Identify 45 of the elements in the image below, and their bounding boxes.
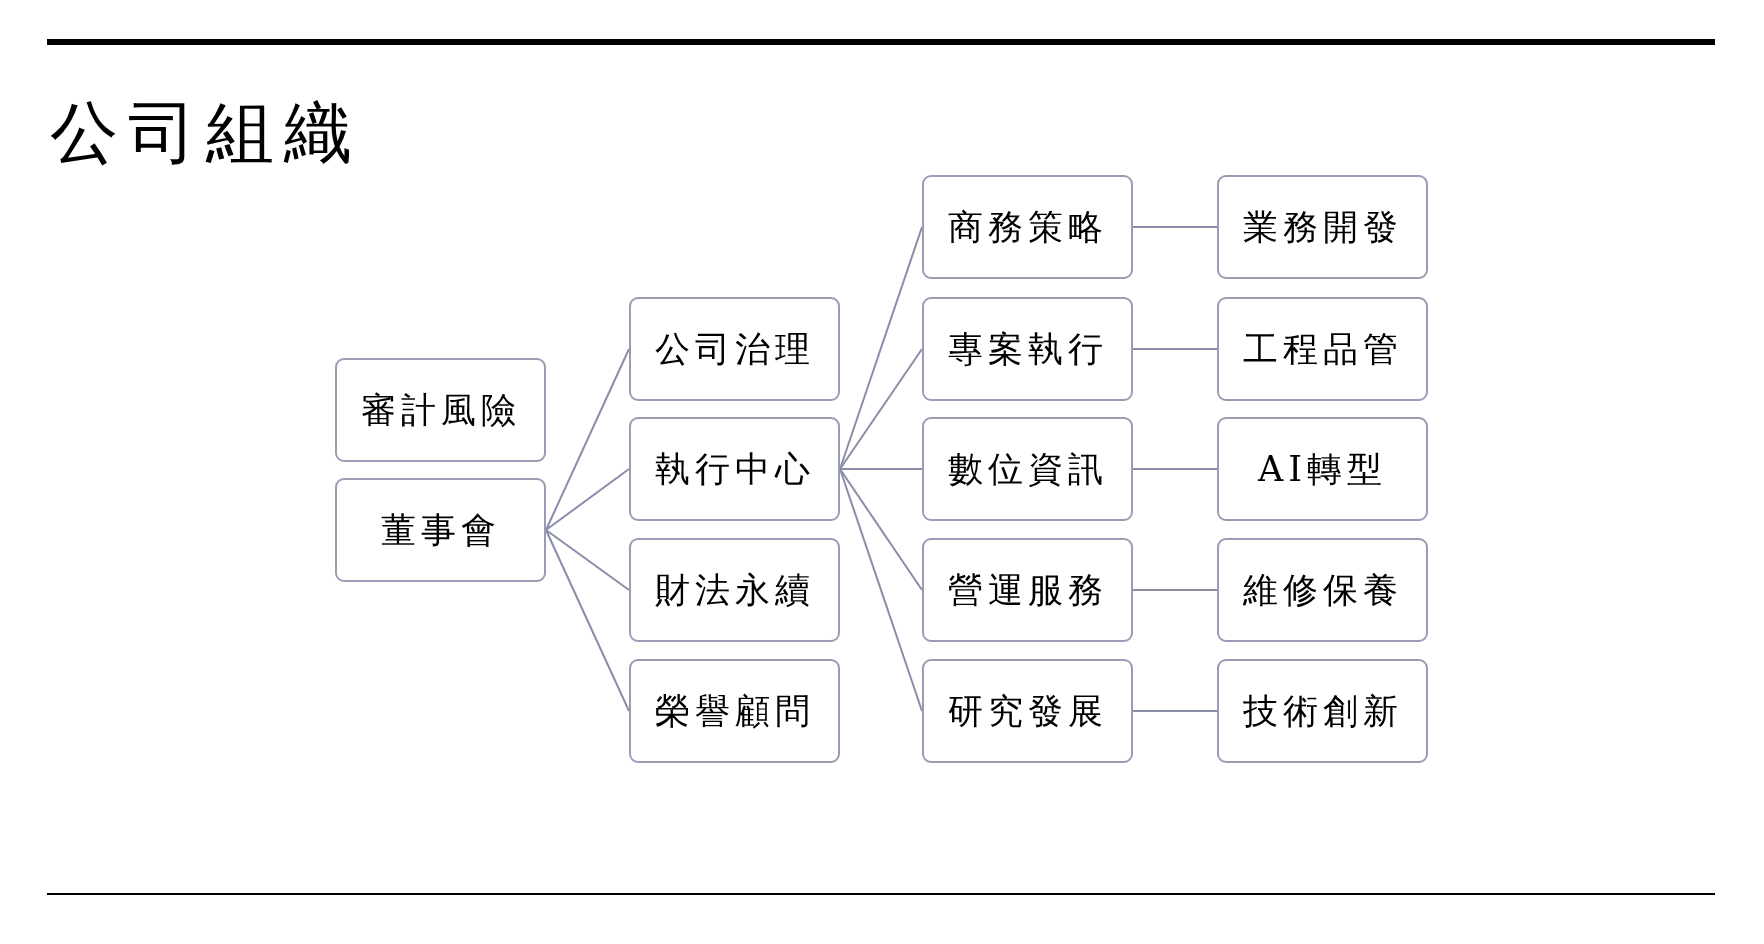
org-box (335, 478, 546, 582)
box-label: 公司治理 (654, 327, 815, 371)
box-label: 數位資訊 (947, 447, 1108, 491)
connector-line (545, 529, 630, 591)
org-box (1217, 175, 1428, 279)
box-label: 業務開發 (1242, 205, 1403, 249)
connector-line (839, 348, 923, 470)
org-box (1217, 417, 1428, 521)
org-box (629, 297, 840, 401)
connector-line (1132, 348, 1218, 350)
org-box (922, 417, 1133, 521)
box-label: AI轉型 (1257, 447, 1388, 491)
org-box (629, 659, 840, 763)
org-box (335, 358, 546, 462)
org-box (922, 659, 1133, 763)
connector-line (839, 468, 923, 591)
box-label: 財法永續 (654, 568, 815, 612)
connector-line (1132, 710, 1218, 712)
org-box (1217, 297, 1428, 401)
connector-line (1132, 589, 1218, 591)
box-label: 技術創新 (1242, 689, 1403, 733)
box-label: 專案執行 (947, 327, 1108, 371)
org-box (629, 538, 840, 642)
connector-line (545, 348, 630, 531)
box-label: 工程品管 (1242, 327, 1403, 371)
org-box (629, 417, 840, 521)
connector-line (1132, 468, 1218, 470)
org-box (922, 297, 1133, 401)
box-label: 營運服務 (947, 568, 1108, 612)
box-label: 維修保養 (1242, 568, 1403, 612)
org-box (922, 538, 1133, 642)
box-label: 執行中心 (654, 447, 815, 491)
org-box (1217, 659, 1428, 763)
org-box (922, 175, 1133, 279)
box-label: 榮譽顧問 (654, 689, 815, 733)
box-label: 研究發展 (947, 689, 1108, 733)
box-label: 審計風險 (360, 388, 521, 432)
connector-line (839, 468, 923, 470)
org-box (1217, 538, 1428, 642)
box-label: 董事會 (380, 508, 501, 552)
title: 公司組織 (50, 92, 362, 174)
connector-line (1132, 226, 1218, 228)
connector-line (545, 529, 630, 712)
connector-line (545, 468, 630, 531)
box-label: 商務策略 (947, 205, 1108, 249)
